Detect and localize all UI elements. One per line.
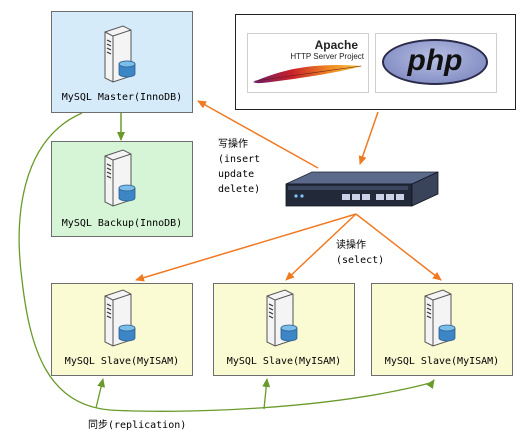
read-arrow-slave-3	[355, 213, 442, 281]
slave-label: MySQL Slave(MyISAM)	[226, 356, 342, 367]
server-tower-icon	[104, 25, 136, 83]
slave-label: MySQL Slave(MyISAM)	[64, 356, 180, 367]
slave-node-3: MySQL Slave(MyISAM)	[371, 283, 513, 376]
write-operation-label: 写操作 (insert update delete)	[218, 139, 261, 195]
server-tower-icon	[266, 289, 298, 347]
slave-node-2: MySQL Slave(MyISAM)	[213, 283, 355, 376]
replication-curve	[18, 112, 435, 412]
php-ellipse	[382, 39, 488, 85]
php-text: php	[407, 44, 463, 77]
replication-arrow-slave-1	[95, 378, 106, 409]
master-node: MySQL Master(InnoDB)	[51, 11, 193, 113]
replication-arrow-slave-3	[426, 379, 435, 389]
rack-switch-icon	[285, 171, 439, 207]
write-arrow	[197, 100, 319, 169]
read-arrow-slave-1	[135, 213, 357, 282]
apache-subtitle: HTTP Server Project	[290, 52, 364, 61]
web-server-node: Apache HTTP Server Project php	[235, 14, 516, 110]
slave-node-1: MySQL Slave(MyISAM)	[51, 283, 193, 376]
slave-label: MySQL Slave(MyISAM)	[384, 356, 500, 367]
master-label: MySQL Master(InnoDB)	[61, 92, 183, 103]
apache-logo: Apache HTTP Server Project	[247, 33, 369, 93]
server-tower-icon	[104, 149, 136, 207]
feather-icon	[253, 64, 363, 84]
server-tower-icon	[104, 289, 136, 347]
read-operation-label: 读操作 (select)	[336, 240, 385, 266]
backup-label: MySQL Backup(InnoDB)	[61, 218, 183, 229]
apache-title: Apache	[314, 38, 358, 52]
replication-arrow-slave-2	[262, 378, 271, 410]
backup-node: MySQL Backup(InnoDB)	[51, 141, 193, 237]
server-tower-icon	[424, 289, 456, 347]
web-to-proxy-arrow	[358, 111, 379, 165]
read-arrow-slave-2	[285, 213, 357, 281]
replication-label: 同步(replication)	[88, 420, 187, 431]
php-logo: php	[375, 33, 497, 93]
